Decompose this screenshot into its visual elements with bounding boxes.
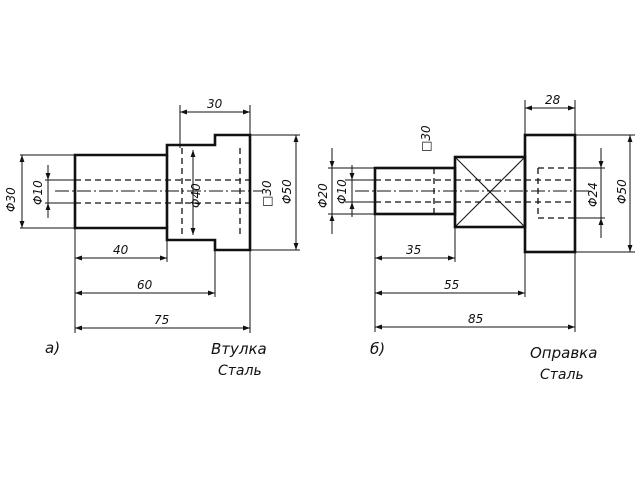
part-b-recess-hidden — [537, 167, 575, 219]
dim-a-dia-30: Φ30 — [4, 187, 18, 212]
dim-b-dia-10: Φ10 — [335, 179, 349, 204]
part-b-material: Сталь — [540, 367, 584, 383]
dim-b-dia-20: Φ20 — [316, 183, 330, 208]
dim-b-dia-50: Φ50 — [615, 179, 629, 204]
part-b-collar — [523, 133, 577, 254]
dim-b-len-55: 55 — [444, 278, 459, 292]
dim-a-len-40: 40 — [113, 243, 129, 257]
part-b-label: б) — [370, 340, 385, 358]
part-a-bushing: Φ30 Φ10 Φ40 □30 Φ50 30 40 60 75 а) — [4, 97, 300, 379]
part-b-mandrel: Φ20 Φ10 □30 Φ24 Φ50 28 35 55 — [316, 93, 635, 383]
dim-a-dia-50: Φ50 — [280, 179, 294, 204]
part-b-flat-cross — [454, 156, 526, 228]
dim-a-dia-10: Φ10 — [31, 180, 45, 205]
dim-b-dia-24: Φ24 — [586, 182, 600, 207]
part-a-label: а) — [45, 339, 60, 357]
part-a-name: Втулка — [211, 340, 267, 358]
dim-a-len-30: 30 — [207, 97, 223, 111]
dim-a-len-75: 75 — [154, 313, 169, 327]
part-b-name: Оправка — [530, 344, 597, 362]
dim-b-len-28: 28 — [545, 93, 561, 107]
part-a-counterbore-hidden — [181, 148, 241, 236]
dim-a-len-60: 60 — [137, 278, 153, 292]
dim-a-dia-40: Φ40 — [189, 183, 203, 208]
dim-a-sq-30: □30 — [260, 180, 274, 207]
part-a-material: Сталь — [218, 363, 262, 379]
dim-b-len-85: 85 — [468, 312, 483, 326]
part-a-outline — [73, 133, 252, 252]
dim-b-len-35: 35 — [406, 243, 421, 257]
dim-b-sq-30: □30 — [419, 125, 433, 152]
